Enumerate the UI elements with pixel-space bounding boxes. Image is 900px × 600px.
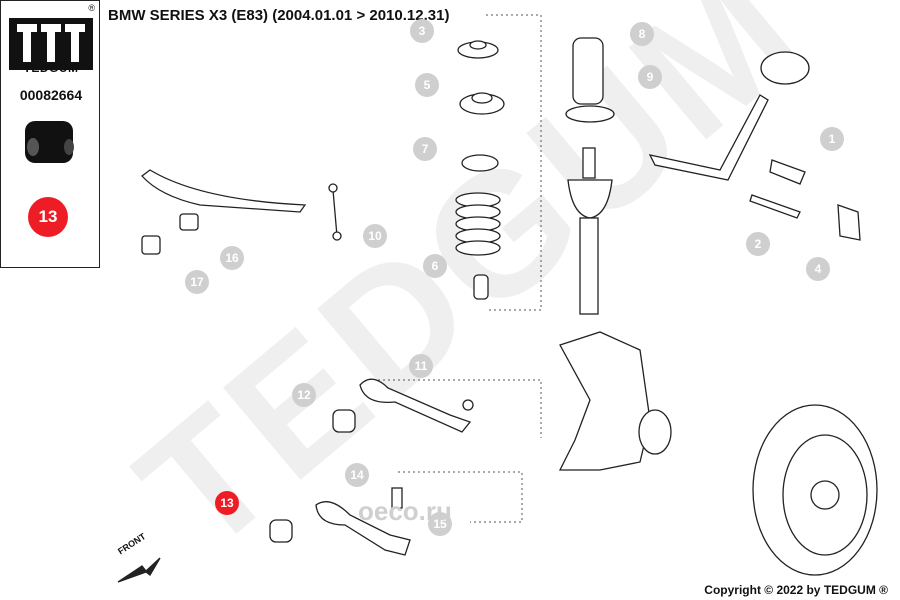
part-number: 00082664 <box>19 87 83 103</box>
copyright-text: Copyright © 2022 by TEDGUM ® <box>704 583 888 597</box>
callout-12[interactable]: 12 <box>292 383 316 407</box>
page-title: BMW SERIES X3 (E83) (2004.01.01 > 2010.1… <box>108 7 450 24</box>
callout-4[interactable]: 4 <box>806 257 830 281</box>
brand-name: TEDGUM <box>23 61 79 75</box>
callout-10[interactable]: 10 <box>363 224 387 248</box>
callout-17[interactable]: 17 <box>185 270 209 294</box>
part-thumbnail <box>25 121 74 163</box>
callout-11[interactable]: 11 <box>409 354 433 378</box>
callout-14[interactable]: 14 <box>345 463 369 487</box>
callout-6[interactable]: 6 <box>423 254 447 278</box>
callout-1[interactable]: 1 <box>820 127 844 151</box>
callout-13[interactable]: 13 <box>215 491 239 515</box>
callout-8[interactable]: 8 <box>630 22 654 46</box>
position-badge: 13 <box>28 197 68 237</box>
callout-9[interactable]: 9 <box>638 65 662 89</box>
callout-2[interactable]: 2 <box>746 232 770 256</box>
registered-mark: ® <box>88 3 95 13</box>
callout-5[interactable]: 5 <box>415 73 439 97</box>
callout-7[interactable]: 7 <box>413 137 437 161</box>
callout-16[interactable]: 16 <box>220 246 244 270</box>
part-info-panel: ® TEDGUM 00082664 13 <box>0 0 100 268</box>
callout-15[interactable]: 15 <box>428 512 452 536</box>
tedgum-logo <box>9 18 93 70</box>
watermark-site: oeco.ru <box>358 496 452 526</box>
parts <box>117 37 878 583</box>
guide-lines <box>378 14 542 523</box>
callout-3[interactable]: 3 <box>410 19 434 43</box>
